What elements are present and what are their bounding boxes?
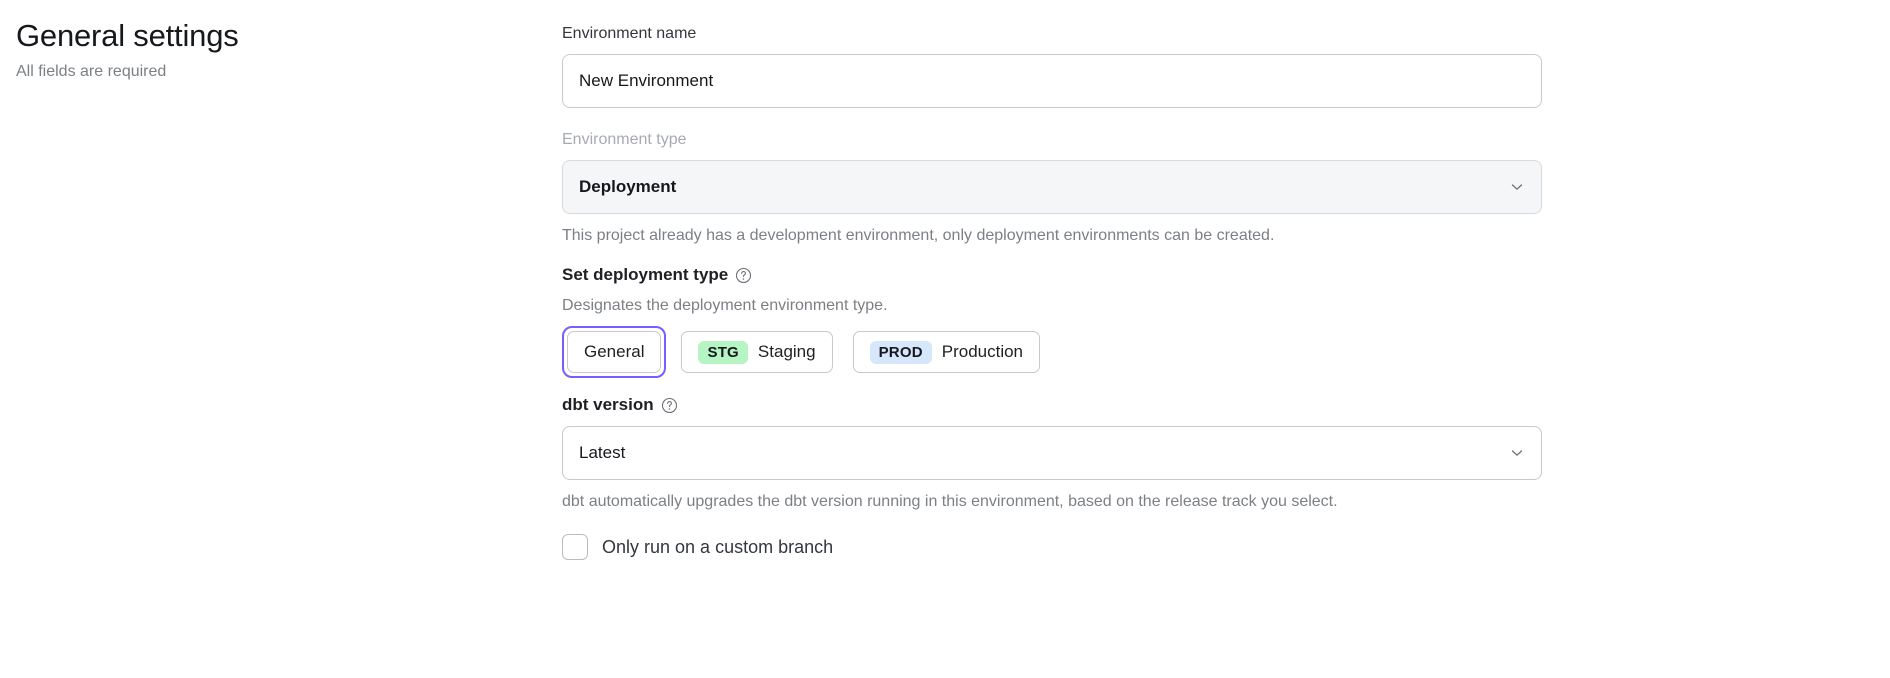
- environment-name-input[interactable]: New Environment: [562, 54, 1542, 108]
- production-badge: PROD: [869, 340, 932, 364]
- dbt-version-select[interactable]: Latest: [562, 426, 1542, 480]
- environment-name-label: Environment name: [562, 25, 697, 42]
- environment-type-helper: This project already has a development e…: [562, 227, 1275, 244]
- settings-form: Environment name New Environment Environ…: [562, 22, 1542, 560]
- deployment-option-staging-label: Staging: [757, 342, 816, 361]
- settings-header: General settings All fields are required: [16, 16, 516, 84]
- deployment-option-general[interactable]: General: [567, 331, 662, 373]
- staging-badge: STG: [698, 340, 748, 364]
- dbt-version-label: dbt version: [562, 395, 654, 414]
- environment-name-value: New Environment: [579, 71, 714, 90]
- dbt-version-heading: dbt version: [562, 392, 1542, 418]
- deployment-type-options: General STG Staging PROD Production: [562, 326, 1542, 378]
- environment-type-select[interactable]: Deployment: [562, 160, 1542, 214]
- page-title: General settings: [16, 18, 239, 53]
- deployment-option-general-label: General: [584, 342, 645, 361]
- question-circle-icon[interactable]: [735, 267, 752, 284]
- chevron-down-icon: [1509, 179, 1525, 195]
- dbt-version-value: Latest: [579, 443, 626, 462]
- deployment-type-helper: Designates the deployment environment ty…: [562, 297, 888, 314]
- deployment-option-general-wrap: General: [562, 326, 667, 378]
- dbt-version-helper: dbt automatically upgrades the dbt versi…: [562, 493, 1338, 510]
- custom-branch-row: Only run on a custom branch: [562, 534, 1542, 560]
- deployment-option-production-wrap: PROD Production: [848, 326, 1045, 378]
- deployment-option-staging[interactable]: STG Staging: [681, 331, 833, 373]
- environment-type-value: Deployment: [579, 177, 677, 196]
- chevron-down-icon: [1509, 445, 1525, 461]
- environment-type-label: Environment type: [562, 131, 687, 148]
- deployment-option-production[interactable]: PROD Production: [852, 331, 1041, 373]
- deployment-option-production-label: Production: [941, 342, 1024, 361]
- deployment-type-label: Set deployment type: [562, 265, 729, 284]
- custom-branch-checkbox[interactable]: [562, 534, 588, 560]
- custom-branch-label[interactable]: Only run on a custom branch: [602, 536, 834, 557]
- question-circle-icon[interactable]: [661, 397, 678, 414]
- deployment-type-heading: Set deployment type: [562, 262, 1542, 288]
- page-subtitle: All fields are required: [16, 63, 167, 80]
- deployment-option-staging-wrap: STG Staging: [676, 326, 837, 378]
